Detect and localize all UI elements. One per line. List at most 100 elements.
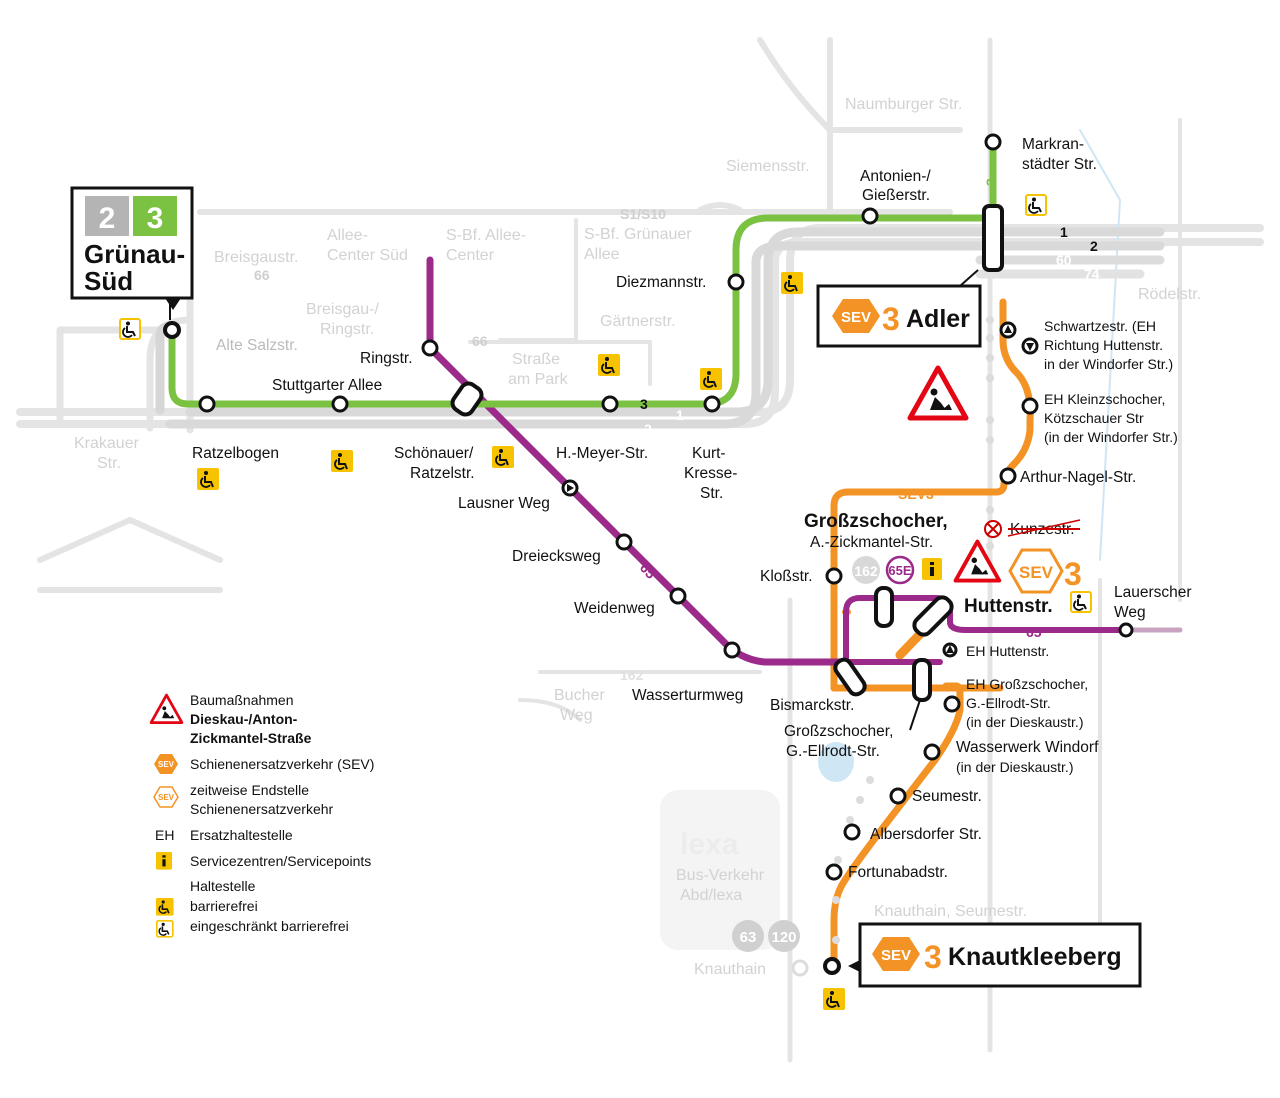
- terminal-knautkleeberg: SEV 3 Knautkleeberg: [848, 922, 1142, 988]
- bus-65e-badge: 65E: [888, 563, 911, 578]
- legend-sev-end-icon: [153, 786, 179, 808]
- construction-warning-icon: [910, 368, 966, 418]
- station-dreiecksweg: Dreiecksweg: [512, 548, 601, 565]
- ghost-knauthain-seume: Knauthain, Seumestr.: [874, 903, 1027, 920]
- station-kleinz-3: (in der Windorfer Str.): [1044, 429, 1178, 445]
- ghost-strasse-park-2: am Park: [508, 371, 569, 388]
- legend-eh: Ersatzhaltestelle: [190, 827, 293, 843]
- station-schwartze-2: Richtung Huttenstr.: [1044, 337, 1163, 353]
- wheelchair-icon: [699, 367, 723, 391]
- station-eh-huttenstr: EH Huttenstr.: [966, 643, 1049, 659]
- station-diezmann: Diezmannstr.: [616, 274, 706, 291]
- ghost-lexa-sub-1: Bus-Verkehr: [676, 867, 765, 884]
- terminal-knautkleeberg-line: 3: [924, 939, 942, 975]
- station-antonien-1: Antonien-/: [860, 168, 931, 185]
- ghost-allee-center-1: Allee-: [327, 227, 368, 244]
- station-wasserwerk-2: (in der Dieskaustr.): [956, 759, 1073, 775]
- line162-label: 162: [620, 667, 644, 683]
- station-grossz-ellrodt-1: Großzschocher,: [784, 723, 893, 740]
- terminal-knautkleeberg-name: Knautkleeberg: [948, 943, 1122, 971]
- bus-162-badge: 162: [854, 563, 878, 579]
- line-labels: 3 3 1 2 SEV3 65 65 162 66 66 1 2 60 74 S…: [254, 178, 1100, 683]
- station-grossz-sub: A.-Zickmantel-Str.: [810, 534, 933, 551]
- legend-sev-end-1: zeitweise Endstelle: [190, 782, 309, 798]
- station-lauerscher-1: Lauerscher: [1114, 584, 1192, 601]
- line65-east-label: 65: [1026, 624, 1042, 640]
- station-alte-salzstr: Alte Salzstr.: [216, 337, 298, 354]
- wheelchair-icon: [491, 445, 515, 469]
- station-klossstr: Kloßstr.: [760, 568, 813, 585]
- station-kurt-2: Kresse-: [684, 465, 737, 482]
- ghost-naumburger: Naumburger Str.: [845, 96, 962, 113]
- station-eh-grossz-2: G.-Ellrodt-Str.: [966, 695, 1051, 711]
- ghost-krakauer-1: Krakauer: [74, 435, 140, 452]
- line2-label: 2: [644, 421, 652, 437]
- bus-63-badge: 63: [740, 929, 757, 946]
- legend-wheelchair-icon: [155, 897, 175, 917]
- station-seumestr: Seumestr.: [912, 788, 982, 805]
- legend-eh-abbr: EH: [155, 827, 174, 843]
- legend: Baumaßnahmen Dieskau-/Anton- Zickmantel-…: [149, 692, 374, 938]
- terminal-knautkleeberg-sev: SEV: [881, 947, 911, 964]
- terminal-adler-line: 3: [882, 301, 900, 337]
- legend-sev-end-2: Schienenersatzverkehr: [190, 801, 334, 817]
- terminal-adler-sev: SEV: [841, 309, 871, 326]
- station-markranstaedter-2: städter Str.: [1022, 156, 1097, 173]
- temp-terminus-line: 3: [1064, 556, 1082, 592]
- station-kleinz-2: Kötzschauer Str: [1044, 410, 1144, 426]
- line1-label: 1: [676, 407, 684, 423]
- station-eh-grossz-1: EH Großzschocher,: [966, 676, 1088, 692]
- station-labels: Markran- städter Str. Antonien-/ Gießers…: [192, 136, 1192, 881]
- bus-badges: 162 65E 63 120: [732, 555, 915, 952]
- terminal-adler-name: Adler: [906, 305, 970, 333]
- line3-vertical-label: 3: [983, 178, 999, 186]
- ghost-knauthain: Knauthain: [694, 961, 766, 978]
- east-line60-label: 60: [1056, 252, 1072, 268]
- legend-service: Servicezentren/Servicepoints: [190, 853, 371, 869]
- station-albersdorfer: Albersdorfer Str.: [870, 826, 982, 843]
- line66a-label: 66: [254, 267, 270, 283]
- line-3-route: [168, 136, 997, 408]
- line66b-label: 66: [472, 333, 488, 349]
- station-platforms: [450, 204, 1004, 702]
- station-bismarck: Bismarckstr.: [770, 697, 854, 714]
- wheelchair-icon: [330, 449, 354, 473]
- wheelchair-icon: [196, 467, 220, 491]
- station-lausner-weg: Lausner Weg: [458, 495, 550, 512]
- legend-baumassnahmen-bold-1: Dieskau-/Anton-: [190, 711, 298, 727]
- station-kurt-3: Str.: [700, 485, 723, 502]
- ghost-sbf-gruenauer-1: S-Bf. Grünauer: [584, 226, 692, 243]
- ghost-breisgaustr: Breisgaustr.: [214, 249, 298, 266]
- bus-120-badge: 120: [771, 929, 796, 946]
- station-antonien-2: Gießerstr.: [862, 187, 930, 204]
- station-weidenweg: Weidenweg: [574, 600, 655, 617]
- legend-baumassnahmen-bold-2: Zickmantel-Straße: [190, 730, 312, 746]
- legend-sev: Schienenersatzverkehr (SEV): [190, 756, 374, 772]
- ghost-siemensstr: Siemensstr.: [726, 158, 810, 175]
- lake-shape: [818, 742, 854, 782]
- background-area: [660, 790, 780, 950]
- station-grossz-ellrodt-2: G.-Ellrodt-Str.: [786, 743, 880, 760]
- stations-markers: [163, 133, 1134, 975]
- east-line1-label: 1: [1060, 224, 1068, 240]
- station-wasserturmweg: Wasserturmweg: [632, 687, 743, 704]
- ghost-breisgau-ring-1: Breisgau-/: [306, 301, 379, 318]
- wheelchair-limited-icon: [119, 318, 141, 340]
- temp-terminus-sev-text: SEV: [1019, 563, 1054, 582]
- ghost-roedelstr: Rödelstr.: [1138, 286, 1201, 303]
- terminal-west-name-1: Grünau-: [84, 239, 185, 269]
- station-h-meyer: H.-Meyer-Str.: [556, 445, 648, 462]
- temp-terminus-sev: SEV 3: [1008, 548, 1082, 594]
- wheelchair-limited-icon: [1025, 194, 1047, 216]
- ghost-breisgau-ring-2: Ringstr.: [320, 321, 374, 338]
- station-wasserwerk-1: Wasserwerk Windorf: [956, 739, 1099, 756]
- direction-markers: [567, 325, 1034, 653]
- ghost-strasse-park-1: Straße: [512, 351, 560, 368]
- s1s10-label: S1/S10: [620, 206, 666, 222]
- station-markranstaedter-1: Markran-: [1022, 136, 1084, 153]
- ghost-labels: Naumburger Str. Siemensstr. Breisgaustr.…: [74, 96, 1201, 978]
- station-schoenauer-2: Ratzelstr.: [410, 465, 475, 482]
- station-schwartze-3: in der Windorfer Str.): [1044, 356, 1173, 372]
- ghost-bucher-1: Bucher: [554, 687, 605, 704]
- station-kunzestr-closed: Kunzestr.: [984, 519, 1081, 538]
